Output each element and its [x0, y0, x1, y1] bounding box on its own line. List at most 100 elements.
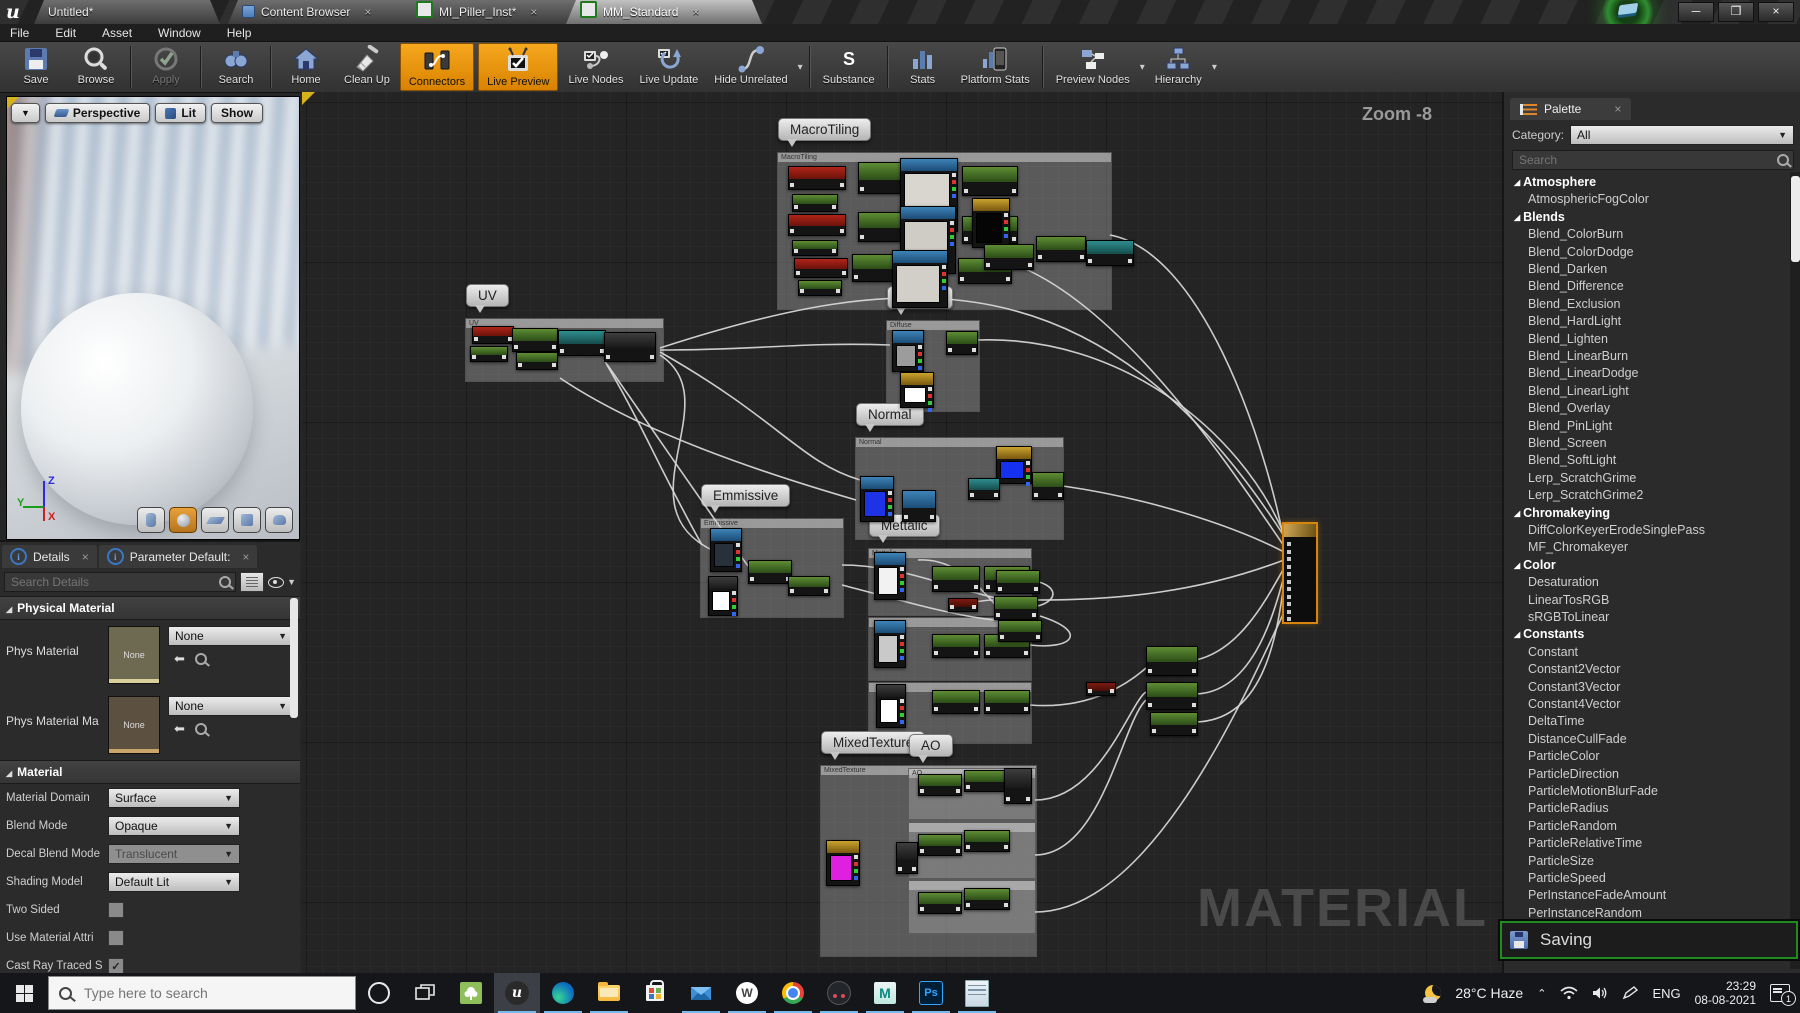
- start-button[interactable]: [0, 973, 48, 1013]
- material-node[interactable]: [892, 330, 924, 372]
- palette-item-color[interactable]: ◢Color: [1514, 557, 1556, 572]
- menu-help[interactable]: Help: [226, 25, 252, 40]
- hide-unrelated-button[interactable]: Hide Unrelated: [706, 42, 795, 92]
- asset-dropdown[interactable]: None▼: [168, 626, 294, 646]
- material-node[interactable]: [604, 332, 656, 362]
- material-node[interactable]: [932, 634, 980, 658]
- cast-ray-traced-s-checkbox[interactable]: ✓: [108, 958, 124, 974]
- material-node[interactable]: [984, 690, 1030, 714]
- apply-button[interactable]: Apply: [136, 42, 196, 92]
- taskbar-recorder-icon[interactable]: [816, 973, 862, 1013]
- use-material-attri-checkbox[interactable]: [108, 930, 124, 946]
- material-node[interactable]: [946, 331, 978, 355]
- palette-item-particlerandom[interactable]: ParticleRandom: [1528, 818, 1617, 833]
- details-scrollbar[interactable]: [290, 598, 298, 718]
- material-node[interactable]: [932, 690, 980, 714]
- browse-button[interactable]: Browse: [66, 42, 126, 92]
- palette-search-input[interactable]: [1517, 152, 1777, 168]
- details-search-input[interactable]: [9, 574, 220, 590]
- use-selected-icon[interactable]: ⬅: [174, 651, 185, 666]
- material-node[interactable]: [1032, 472, 1064, 500]
- close-icon[interactable]: ×: [692, 5, 700, 19]
- substance-button[interactable]: S Substance: [815, 42, 883, 92]
- shape-plane-button[interactable]: [201, 507, 229, 533]
- decal-blend-mode-dropdown[interactable]: Translucent▼: [108, 844, 240, 864]
- taskbar-taskview-icon[interactable]: [402, 973, 448, 1013]
- shape-cylinder-button[interactable]: [137, 507, 165, 533]
- dropdown-caret-icon[interactable]: ▾: [1211, 61, 1217, 73]
- palette-search[interactable]: [1512, 150, 1794, 170]
- palette-item-constant4vector[interactable]: Constant4Vector4: [1528, 697, 1621, 711]
- material-node[interactable]: [1150, 712, 1198, 736]
- close-icon[interactable]: ×: [364, 5, 372, 19]
- close-icon[interactable]: ×: [1614, 102, 1622, 116]
- palette-item-blend-softlight[interactable]: Blend_SoftLight: [1528, 453, 1617, 468]
- material-node[interactable]: [1036, 236, 1086, 262]
- material-node[interactable]: [996, 570, 1040, 594]
- menu-file[interactable]: File: [10, 25, 30, 40]
- palette-item-blend-lineardodge[interactable]: Blend_LinearDodge: [1528, 366, 1639, 381]
- clock[interactable]: 23:29 08-08-2021: [1694, 979, 1756, 1007]
- material-node[interactable]: [512, 328, 558, 352]
- material-node[interactable]: [1146, 646, 1198, 676]
- platform-stats-button[interactable]: Platform Stats: [953, 42, 1038, 92]
- palette-item-diffcolorkeyererodesinglepass[interactable]: DiffColorKeyerErodeSinglePass: [1528, 523, 1705, 537]
- comment-bubble-ao[interactable]: AO: [909, 734, 953, 763]
- close-icon[interactable]: ×: [530, 5, 538, 19]
- palette-item-lerp-scratchgrime[interactable]: Lerp_ScratchGrime: [1528, 470, 1637, 485]
- palette-item-blends[interactable]: ◢Blends: [1514, 209, 1565, 224]
- save-button[interactable]: Save: [6, 42, 66, 92]
- palette-item-constants[interactable]: ◢Constants: [1514, 627, 1585, 642]
- palette-item-atmosphere[interactable]: ◢Atmosphere: [1514, 175, 1597, 189]
- material-node[interactable]: [964, 830, 1010, 852]
- material-node[interactable]: [964, 888, 1010, 910]
- palette-item-particlecolor[interactable]: ParticleColor: [1528, 749, 1600, 764]
- pen-icon[interactable]: [1622, 986, 1639, 1000]
- hierarchy-button[interactable]: Hierarchy: [1147, 42, 1210, 92]
- material-node[interactable]: [860, 476, 894, 522]
- taskbar-cortana-icon[interactable]: [356, 973, 402, 1013]
- close-button[interactable]: ×: [1758, 2, 1794, 22]
- comment-bubble-macrotiling[interactable]: MacroTiling: [778, 118, 872, 147]
- material-output-node[interactable]: [1282, 522, 1318, 624]
- palette-scrollbar-thumb[interactable]: [1791, 176, 1800, 262]
- material-node[interactable]: [748, 560, 792, 584]
- taskbar-mail-icon[interactable]: [678, 973, 724, 1013]
- connectors-button[interactable]: Connectors: [399, 43, 475, 91]
- material-node[interactable]: [794, 258, 848, 278]
- material-node[interactable]: [932, 566, 980, 592]
- wifi-icon[interactable]: [1560, 986, 1578, 1000]
- menu-edit[interactable]: Edit: [55, 25, 77, 40]
- palette-item-chromakeying[interactable]: ◢Chromakeying: [1514, 505, 1610, 520]
- shape-sphere-button[interactable]: [169, 507, 197, 533]
- weather-icon[interactable]: [1423, 985, 1442, 1003]
- restore-button[interactable]: ❒: [1718, 2, 1754, 22]
- notification-center-icon[interactable]: 1: [1770, 984, 1796, 1006]
- material-node[interactable]: [788, 214, 846, 236]
- material-node[interactable]: [892, 250, 948, 308]
- window-tab-mi-piller-inst-[interactable]: MI_Piller_Inst*×: [402, 0, 598, 24]
- palette-item-blend-pinlight[interactable]: Blend_PinLight: [1528, 418, 1613, 433]
- palette-item-lineartosrgb[interactable]: LinearTosRGB: [1528, 592, 1610, 607]
- asset-dropdown[interactable]: None▼: [168, 696, 294, 716]
- shape-cube-button[interactable]: [233, 507, 261, 533]
- material-node[interactable]: [972, 198, 1010, 248]
- asset-thumbnail[interactable]: None: [108, 626, 160, 684]
- two-sided-checkbox[interactable]: [108, 902, 124, 918]
- material-node[interactable]: [948, 598, 978, 612]
- material-node[interactable]: [792, 240, 838, 256]
- material-node[interactable]: [798, 280, 842, 296]
- palette-item-blend-hardlight[interactable]: Blend_HardLight: [1528, 314, 1622, 329]
- tray-expand-chevron[interactable]: ⌃: [1537, 987, 1547, 1000]
- taskbar-unreal-icon[interactable]: u: [494, 973, 540, 1013]
- palette-item-desaturation[interactable]: Desaturation: [1528, 575, 1599, 590]
- palette-scrollbar-track[interactable]: [1790, 172, 1800, 969]
- section-header-material[interactable]: ◢Material: [0, 760, 300, 784]
- taskbar-photoshop-icon[interactable]: Ps: [908, 973, 954, 1013]
- asset-thumbnail[interactable]: None: [108, 696, 160, 754]
- palette-item-blend-overlay[interactable]: Blend_Overlay: [1528, 401, 1610, 416]
- material-node[interactable]: [708, 576, 738, 616]
- material-node[interactable]: [472, 326, 514, 344]
